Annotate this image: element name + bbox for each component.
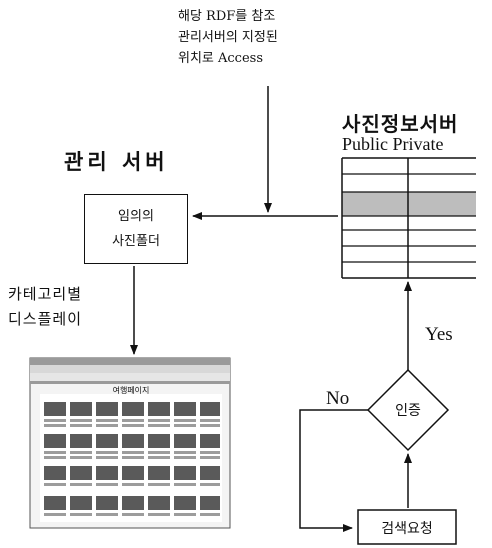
access-note: 해당 RDF를 참조 관리서버의 지정된 위치로 Access	[178, 6, 338, 69]
category-display-label: 카테고리별 디스플레이	[8, 282, 82, 332]
admin-server-title: 관리 서버	[64, 150, 169, 174]
photo-server-subtitle: Public Private	[342, 134, 444, 154]
no-loop-line	[299, 409, 368, 532]
category-display-line-1: 카테고리별	[8, 285, 83, 303]
no-label: No	[326, 388, 350, 409]
category-page-screenshot	[29, 357, 231, 529]
access-note-line-3: 위치로 Access	[178, 51, 263, 66]
auth-label: 인증	[395, 403, 421, 419]
screenshot-page-title: 여행페이지	[112, 386, 150, 395]
photo-folder-line-1: 임의의	[118, 209, 154, 224]
search-request-box	[357, 509, 457, 545]
photo-folder-line-2: 사진폴더	[112, 234, 160, 249]
category-display-line-2: 디스플레이	[8, 310, 83, 328]
auth-decision-diamond	[366, 368, 450, 452]
access-note-line-2: 관리서버의 지정된	[178, 30, 278, 45]
photo-server-title: 사진정보서버	[342, 112, 459, 136]
photo-server-table	[341, 157, 476, 279]
search-request-label: 검색요청	[381, 521, 433, 537]
access-note-line-1: 해당 RDF를 참조	[178, 9, 276, 24]
photo-folder-box: 임의의 사진폴더	[84, 194, 188, 264]
yes-label: Yes	[425, 324, 453, 345]
